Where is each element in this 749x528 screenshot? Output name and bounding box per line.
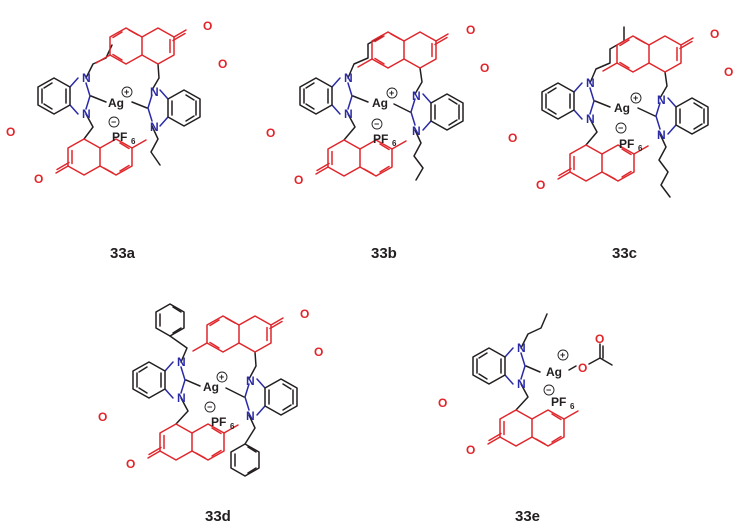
compound-33b: N N N N Ag + − PF 6 O O O O 33b — [266, 23, 489, 262]
atom-label: O — [300, 307, 309, 321]
atom-label: 6 — [570, 402, 575, 411]
compound-33d: N N N N Ag + − PF 6 O O O O 33d — [98, 303, 323, 525]
atom-label: 6 — [230, 422, 235, 431]
atom-label: N — [246, 409, 255, 423]
atom-label: O — [126, 457, 135, 471]
atom-label: N — [150, 85, 159, 99]
atom-label: Ag — [614, 101, 630, 115]
label-33e: 33e — [515, 508, 540, 525]
atom-label: PF — [551, 395, 566, 409]
atom-label: O — [6, 125, 15, 139]
atom-label: O — [294, 173, 303, 187]
label-33a: 33a — [110, 245, 136, 262]
atom-label: N — [246, 374, 255, 388]
compound-33a: N N N N Ag + − PF 6 O O O O 33a — [6, 19, 227, 262]
charge-symbol: − — [111, 117, 116, 127]
charge-symbol: + — [219, 372, 224, 382]
atom-label: 6 — [638, 144, 643, 153]
benzyl-left — [155, 303, 185, 337]
atom-label: N — [586, 76, 595, 90]
atom-label: O — [466, 443, 475, 457]
atom-label: N — [657, 128, 666, 142]
atom-label: PF — [373, 132, 388, 146]
coumarin-left — [147, 423, 239, 461]
atom-label: N — [517, 341, 526, 355]
atom-label: N — [82, 71, 91, 85]
atom-label: PF — [112, 130, 127, 144]
atom-label: Ag — [372, 96, 388, 110]
label-33c: 33c — [612, 245, 637, 262]
coumarin — [487, 409, 579, 447]
charge-symbol: + — [124, 87, 129, 97]
coumarin-right — [357, 31, 449, 69]
atom-label: O — [724, 65, 733, 79]
atom-label: O — [438, 396, 447, 410]
atom-label: N — [177, 355, 186, 369]
coumarin-left — [557, 144, 649, 182]
atom-label: PF — [619, 137, 634, 151]
atom-label: O — [710, 27, 719, 41]
atom-label: O — [466, 23, 475, 37]
atom-label: O — [203, 19, 212, 33]
atom-label: O — [480, 61, 489, 75]
atom-label: O — [536, 178, 545, 192]
charge-symbol: − — [207, 402, 212, 412]
atom-label: O — [578, 361, 587, 375]
compound-33c: N N N N Ag + − PF 6 O O O O 33c — [508, 26, 733, 262]
atom-label: N — [657, 93, 666, 107]
atom-label: N — [82, 107, 91, 121]
atom-label: 6 — [131, 137, 136, 146]
atom-label: N — [344, 71, 353, 85]
compound-33e: N N Ag O O + − PF 6 O O 33e — [438, 313, 613, 525]
atom-label: O — [218, 57, 227, 71]
charge-symbol: − — [374, 119, 379, 129]
atom-label: PF — [211, 415, 226, 429]
charge-symbol: + — [633, 93, 638, 103]
atom-label: O — [595, 332, 604, 346]
atom-label: N — [150, 120, 159, 134]
atom-label: N — [517, 377, 526, 391]
charge-symbol: + — [560, 350, 565, 360]
atom-label: N — [586, 112, 595, 126]
atom-label: 6 — [392, 139, 397, 148]
coumarin-right — [192, 315, 284, 353]
atom-label: O — [98, 410, 107, 424]
benzyl-right — [230, 443, 260, 477]
atom-label: Ag — [108, 96, 124, 110]
atom-label: N — [177, 391, 186, 405]
atom-label: O — [314, 345, 323, 359]
atom-label: Ag — [203, 380, 219, 394]
atom-label: N — [412, 124, 421, 138]
charge-symbol: − — [546, 385, 551, 395]
charge-symbol: − — [618, 123, 623, 133]
atom-label: N — [412, 89, 421, 103]
atom-label: O — [34, 172, 43, 186]
label-33b: 33b — [371, 245, 397, 262]
charge-symbol: + — [389, 88, 394, 98]
atom-label: O — [266, 126, 275, 140]
coumarin-right — [602, 35, 694, 73]
atom-label: N — [344, 107, 353, 121]
atom-label: O — [508, 131, 517, 145]
coumarin-right — [95, 27, 187, 65]
label-33d: 33d — [205, 508, 231, 525]
atom-label: Ag — [546, 365, 562, 379]
